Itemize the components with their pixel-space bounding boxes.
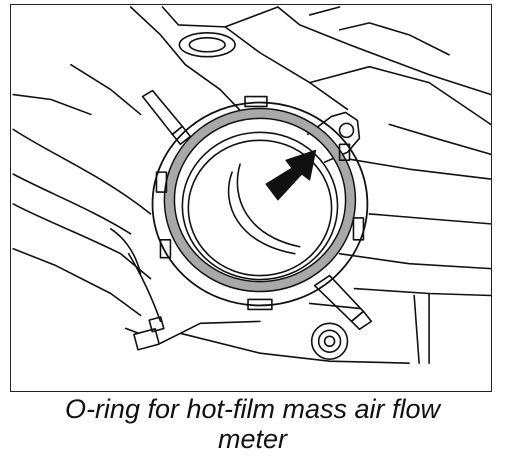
- mass-air-flow-meter: [151, 95, 369, 311]
- mounting-boss: [178, 32, 236, 58]
- engine-bay-background: [12, 6, 491, 364]
- caption-line-2: meter: [217, 424, 288, 454]
- electrical-connector: [124, 252, 165, 351]
- caption-line-1: O-ring for hot-film mass air flow: [64, 394, 441, 424]
- mounting-lug: [306, 111, 361, 163]
- round-fitting: [310, 322, 349, 360]
- technical-illustration: [10, 4, 492, 392]
- thick-arrow-icon: [265, 149, 317, 201]
- o-ring: [163, 107, 357, 293]
- figure-caption: O-ring for hot-film mass air flow meter: [0, 394, 505, 454]
